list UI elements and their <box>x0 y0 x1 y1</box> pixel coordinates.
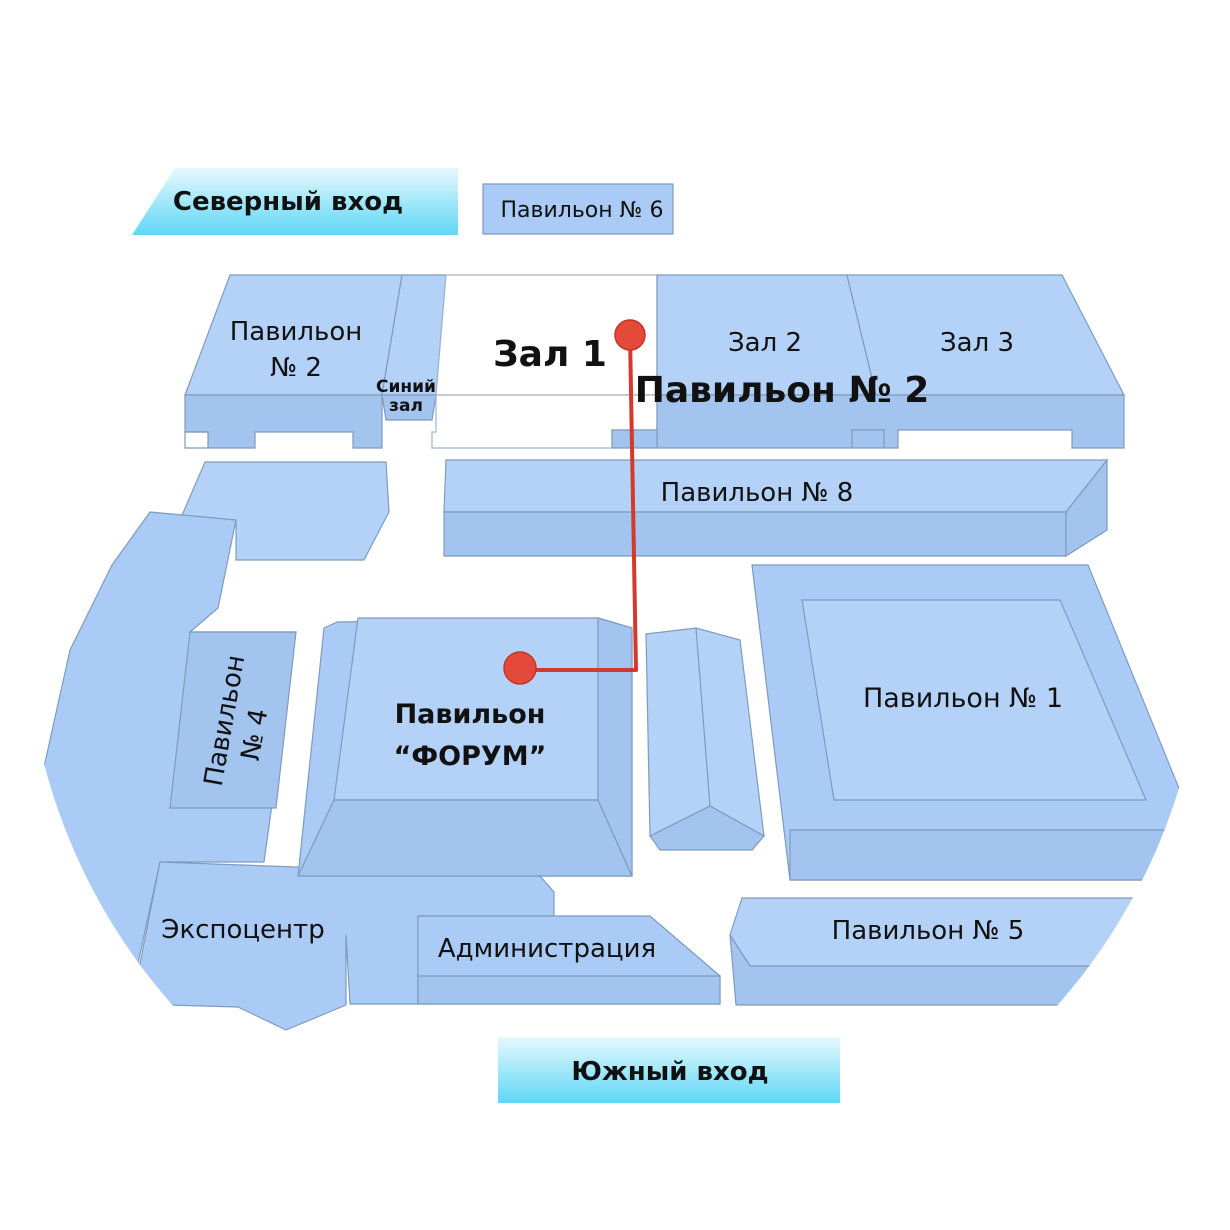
pavilion-8[interactable]: Павильон № 8 <box>443 458 1109 558</box>
blue-hall-label-line1: Синий <box>376 377 436 397</box>
pavilion-5[interactable]: Павильон № 5 <box>729 897 1171 1006</box>
hall-2-label: Зал 2 <box>728 328 802 358</box>
administration-label: Администрация <box>438 934 656 964</box>
blue-hall[interactable]: Синий зал <box>376 274 447 421</box>
west-complex[interactable] <box>29 461 555 1031</box>
pavilion-2-left-label-line1: Павильон <box>230 317 363 347</box>
administration[interactable]: Администрация <box>417 915 721 1005</box>
south-entrance-label: Южный вход <box>571 1057 768 1087</box>
pavilion-6[interactable]: Павильон № 6 <box>482 183 674 235</box>
forum-label-line2: “ФОРУМ” <box>394 741 547 772</box>
pavilion-8-label: Павильон № 8 <box>661 478 854 508</box>
forum-label-line1: Павильон <box>395 699 546 730</box>
pavilion-forum[interactable]: Павильон “ФОРУМ” <box>297 617 633 877</box>
expocenter-label: Экспоцентр <box>161 915 324 945</box>
route-end-marker <box>614 319 646 351</box>
blue-hall-label-line2: зал <box>389 396 423 416</box>
north-entrance[interactable]: Северный вход <box>132 168 458 235</box>
pavilion-6-label: Павильон № 6 <box>500 198 663 223</box>
south-entrance[interactable]: Южный вход <box>498 1037 840 1103</box>
pavilion-1-label: Павильон № 1 <box>863 683 1063 714</box>
narrow-pavilion[interactable] <box>645 627 765 851</box>
route <box>503 319 646 685</box>
hall-1-label: Зал 1 <box>493 334 607 375</box>
route-start-marker <box>503 651 537 685</box>
pavilion-5-label: Павильон № 5 <box>832 916 1025 946</box>
pavilion-2-left[interactable]: Павильон № 2 <box>184 274 403 449</box>
pavilion-1[interactable]: Павильон № 1 <box>751 564 1197 881</box>
pavilion-2-main-label: Павильон № 2 <box>635 370 930 411</box>
pavilion-2-main[interactable]: Зал 2 Зал 3 Павильон № 2 <box>611 274 1125 449</box>
north-entrance-label: Северный вход <box>173 187 403 217</box>
hall-3-label: Зал 3 <box>940 328 1014 358</box>
hall-1[interactable]: Зал 1 <box>431 274 658 449</box>
pavilion-2-left-label-line2: № 2 <box>270 353 322 383</box>
